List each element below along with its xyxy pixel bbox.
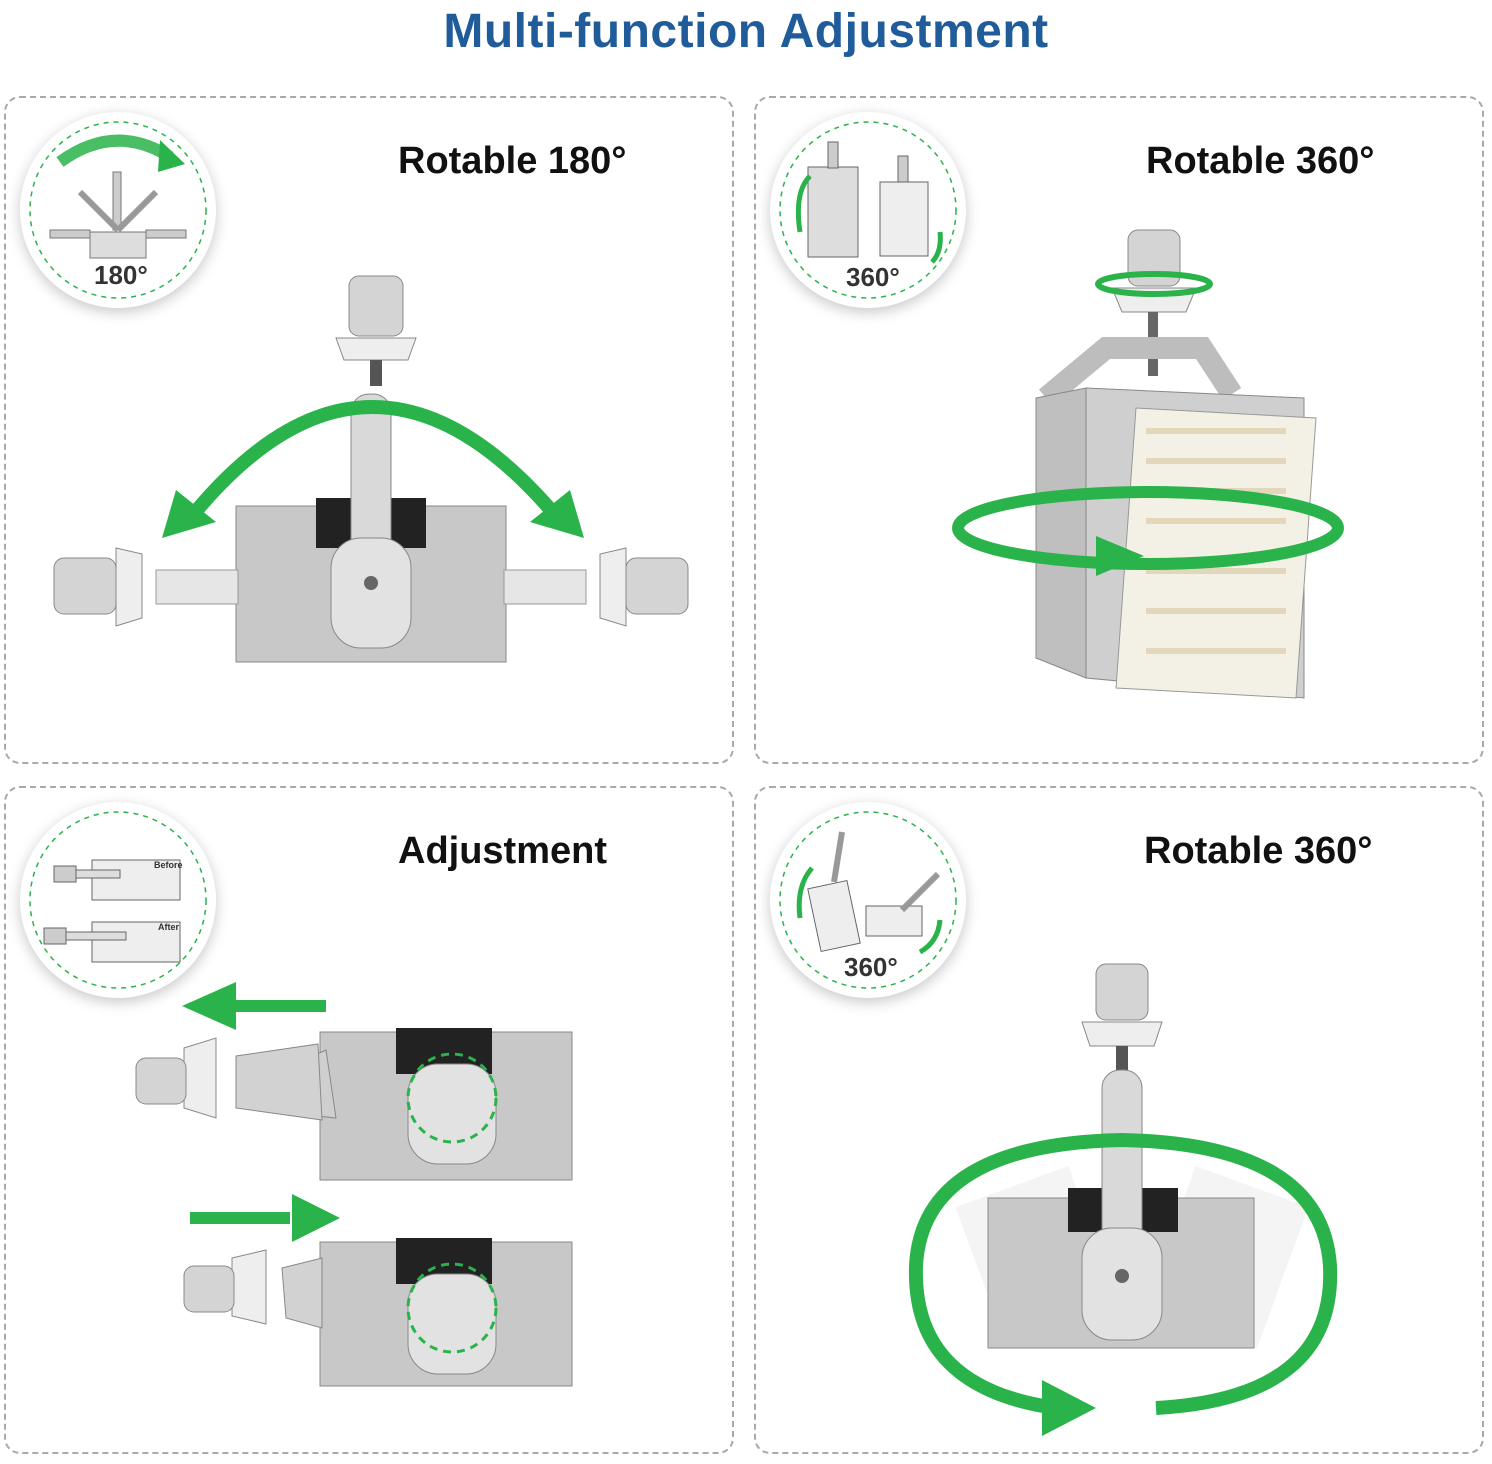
panel-title: Rotable 360° <box>1144 830 1373 872</box>
rotate-360-icon <box>779 121 957 299</box>
inset-tag-after: After <box>158 922 180 932</box>
rotate-180-icon <box>29 121 207 299</box>
inset-angle-label: 180° <box>94 260 148 290</box>
lamp-illustration-adjustment <box>135 982 573 1387</box>
page-title: Multi-function Adjustment <box>443 5 1049 58</box>
inset-circle: 180° <box>20 112 216 308</box>
adjustment-icon <box>29 811 207 989</box>
panel-rotable-360-tilt: Rotable 360° 360° <box>754 786 1484 1454</box>
inset-tag-before: Before <box>154 860 183 870</box>
panel-title: Adjustment <box>398 830 607 872</box>
inset-circle: 360° <box>770 802 966 998</box>
lamp-illustration-360-vertical <box>952 229 1344 699</box>
inset-angle-label: 360° <box>844 952 898 982</box>
inset-circle: 360° <box>770 112 966 308</box>
panel-adjustment: Adjustment Before After <box>4 786 734 1454</box>
lamp-illustration-360-tilt <box>908 963 1338 1436</box>
lamp-illustration-180 <box>53 275 689 663</box>
inset-circle: Before After <box>20 802 216 998</box>
tilt-360-icon <box>779 811 957 989</box>
inset-angle-label: 360° <box>846 262 900 292</box>
panel-rotable-360-vertical: Rotable 360° 360° <box>754 96 1484 764</box>
panel-title: Rotable 180° <box>398 140 627 182</box>
panel-rotable-180: Rotable 180° 180° <box>4 96 734 764</box>
panel-title: Rotable 360° <box>1146 140 1375 182</box>
